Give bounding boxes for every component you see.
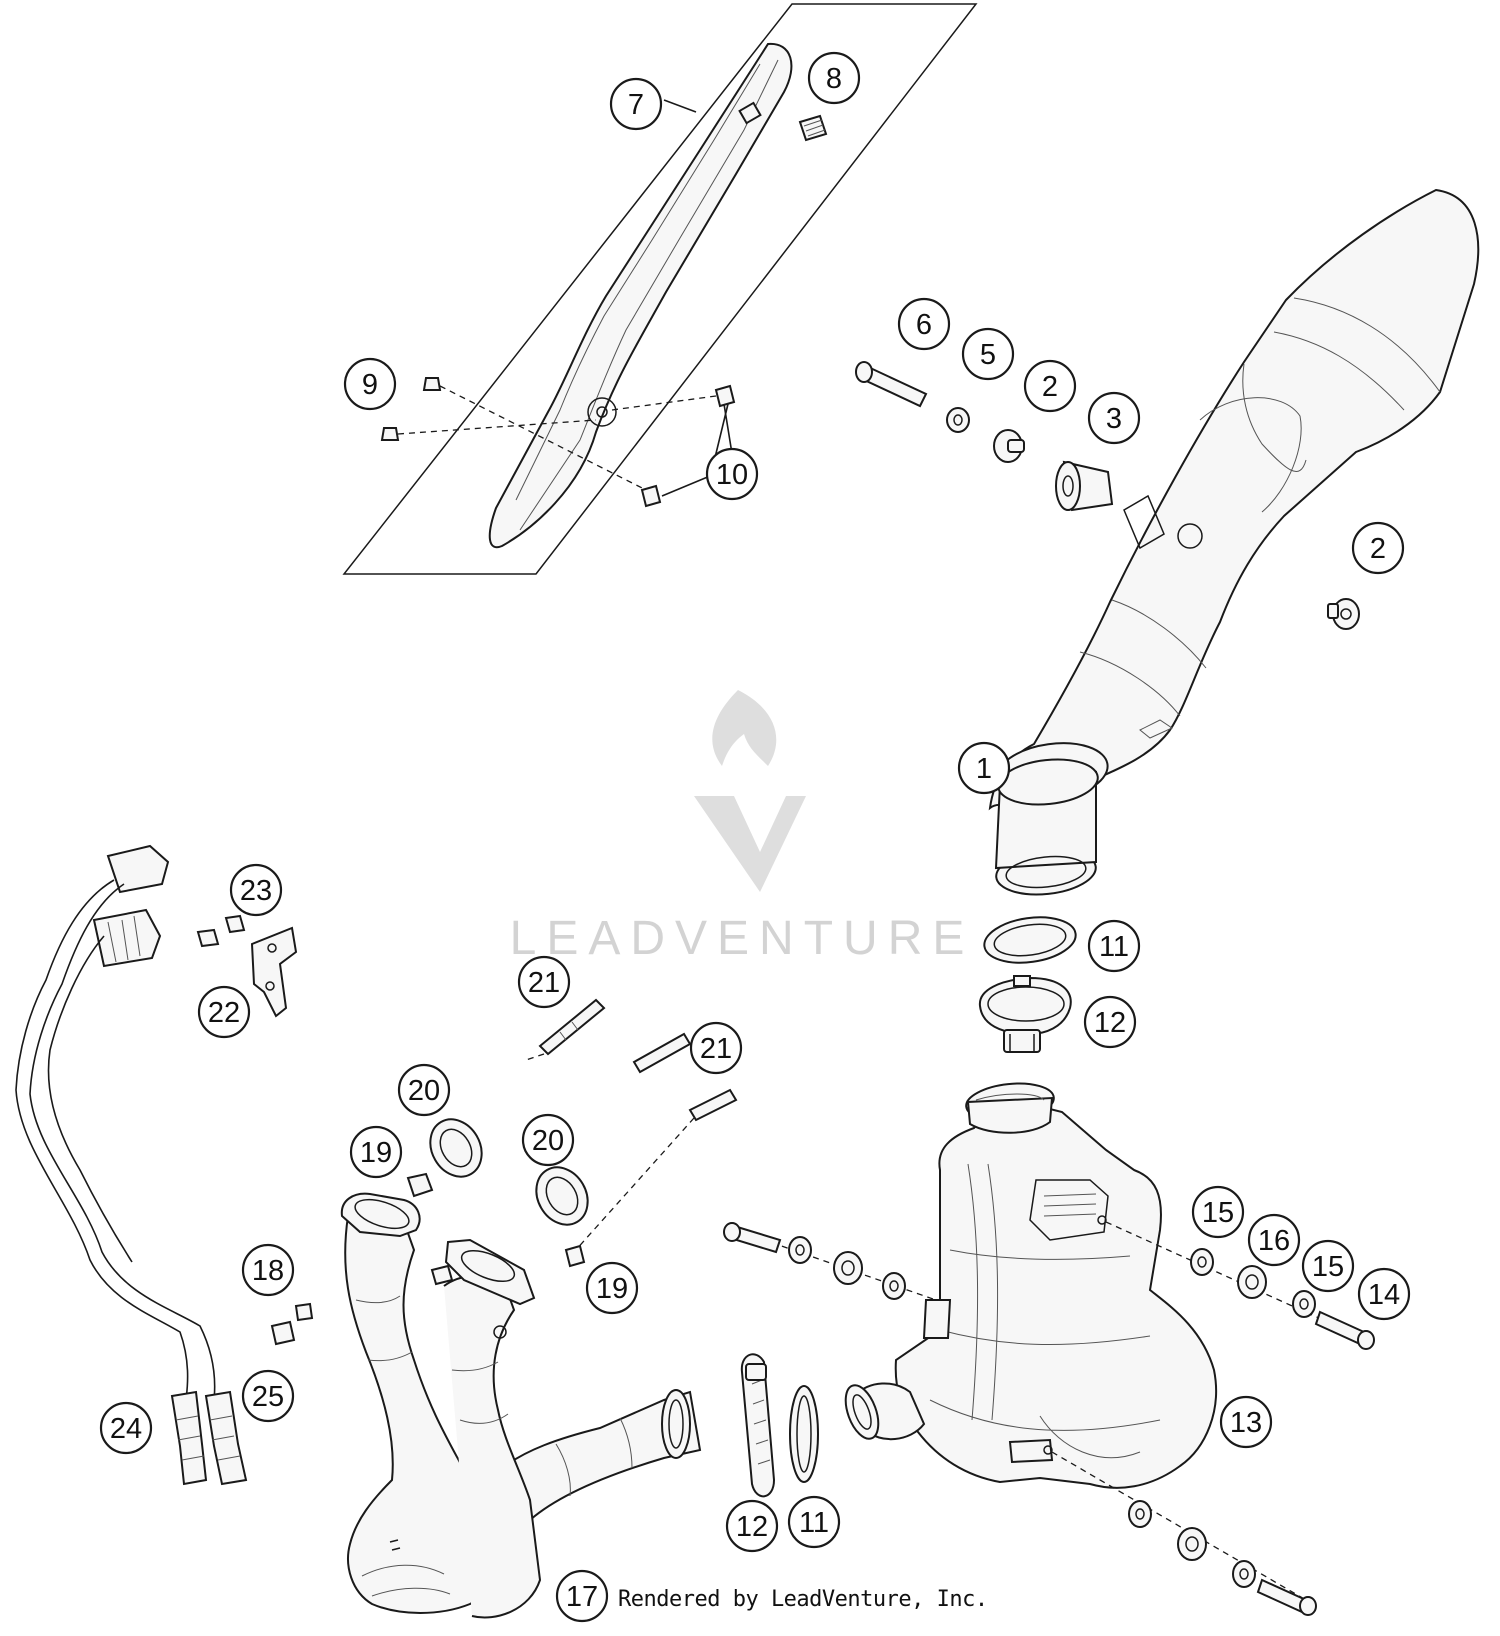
clip: [640, 484, 662, 508]
callout: 14: [1357, 1267, 1411, 1321]
bolt-stack-left: [723, 1222, 937, 1301]
screw: [380, 427, 400, 441]
svg-text:11: 11: [1099, 931, 1129, 963]
callout: 25: [241, 1369, 295, 1423]
callout: 12: [1083, 995, 1137, 1049]
svg-text:23: 23: [240, 875, 272, 907]
callout: 13: [1219, 1395, 1273, 1449]
seal-ring-lower: [789, 1385, 819, 1483]
svg-text:19: 19: [596, 1273, 628, 1305]
svg-text:1: 1: [976, 753, 992, 785]
header-flange: [444, 1238, 536, 1306]
callout: 22: [197, 985, 251, 1039]
svg-text:19: 19: [360, 1137, 392, 1169]
seal-ring-upper: [983, 916, 1077, 964]
bolt-stack-right: [1105, 1221, 1375, 1350]
callout: 15: [1301, 1239, 1355, 1293]
screw: [422, 377, 442, 391]
svg-text:24: 24: [110, 1413, 142, 1445]
callout: 1: [957, 741, 1011, 795]
callout: 20: [521, 1113, 575, 1167]
svg-text:3: 3: [1106, 403, 1122, 435]
svg-text:20: 20: [532, 1125, 564, 1157]
heat-shield-assembly: [342, 3, 978, 575]
svg-text:25: 25: [252, 1381, 284, 1413]
lambda-sensor: [204, 1390, 248, 1486]
svg-text:7: 7: [628, 89, 644, 121]
callout: 16: [1247, 1213, 1301, 1267]
svg-text:2: 2: [1370, 533, 1386, 565]
flame-v-logo-icon: [694, 690, 806, 892]
washer: [946, 407, 970, 433]
callout: 21: [689, 1021, 743, 1075]
silencer: [988, 188, 1480, 896]
callout: 3: [1087, 391, 1141, 445]
render-credit: Rendered by LeadVenture, Inc.: [618, 1587, 988, 1612]
callout: 17: [555, 1569, 609, 1623]
callout: 12: [725, 1499, 779, 1553]
header-flange: [340, 1192, 421, 1238]
callout: 11: [787, 1495, 841, 1549]
exhaust-header: [340, 1192, 702, 1619]
svg-text:2: 2: [1042, 371, 1058, 403]
watermark-text: LEADVENTURE: [510, 912, 975, 965]
callout: 24: [99, 1401, 153, 1455]
nuts: [270, 1172, 586, 1346]
callout: 23: [229, 863, 283, 917]
callout: 5: [961, 327, 1015, 381]
callout: 21: [517, 955, 571, 1009]
sensor-bracket: [196, 914, 298, 1018]
svg-text:12: 12: [736, 1511, 768, 1543]
heat-shield: [488, 42, 793, 549]
callout: 18: [241, 1243, 295, 1297]
svg-text:16: 16: [1258, 1225, 1290, 1257]
callout: 2: [1351, 521, 1405, 575]
svg-text:15: 15: [1202, 1197, 1234, 1229]
svg-text:21: 21: [700, 1033, 732, 1065]
screw: [196, 928, 220, 948]
svg-text:17: 17: [566, 1581, 598, 1613]
callout: 10: [705, 447, 759, 501]
svg-text:5: 5: [980, 339, 996, 371]
svg-text:11: 11: [799, 1507, 829, 1539]
clip: [714, 384, 736, 408]
svg-text:12: 12: [1094, 1007, 1126, 1039]
hose-clamp-lower: [740, 1353, 776, 1498]
svg-text:15: 15: [1312, 1251, 1344, 1283]
mounting-hardware: [855, 361, 1360, 630]
svg-text:21: 21: [528, 967, 560, 999]
stud-bolts: [525, 998, 738, 1253]
speed-nut: [798, 114, 828, 142]
callout: 19: [585, 1261, 639, 1315]
lambda-sensor-harness: [15, 844, 248, 1486]
svg-text:8: 8: [826, 63, 842, 95]
svg-text:9: 9: [362, 369, 378, 401]
subassembly-frame: [342, 3, 978, 575]
gaskets: [429, 1118, 589, 1226]
callout: 2: [1023, 359, 1077, 413]
callout: 19: [349, 1125, 403, 1179]
svg-text:22: 22: [208, 997, 240, 1029]
pre-silencer-box: [844, 1082, 1218, 1489]
callout: 9: [343, 357, 397, 411]
svg-text:10: 10: [716, 459, 748, 491]
bolt-stack-bottom: [1051, 1451, 1317, 1616]
callout: 20: [397, 1063, 451, 1117]
callout: 15: [1191, 1185, 1245, 1239]
svg-text:6: 6: [916, 309, 932, 341]
svg-text:18: 18: [252, 1255, 284, 1287]
svg-text:20: 20: [408, 1075, 440, 1107]
callout: 6: [897, 297, 951, 351]
hose-clamp-upper: [978, 975, 1072, 1053]
screw: [224, 914, 246, 934]
svg-text:14: 14: [1368, 1279, 1400, 1311]
callout: 7: [609, 77, 663, 131]
callout: 8: [807, 51, 861, 105]
svg-text:13: 13: [1230, 1407, 1262, 1439]
callout: 11: [1087, 919, 1141, 973]
watermark: LEADVENTURE: [510, 690, 975, 965]
